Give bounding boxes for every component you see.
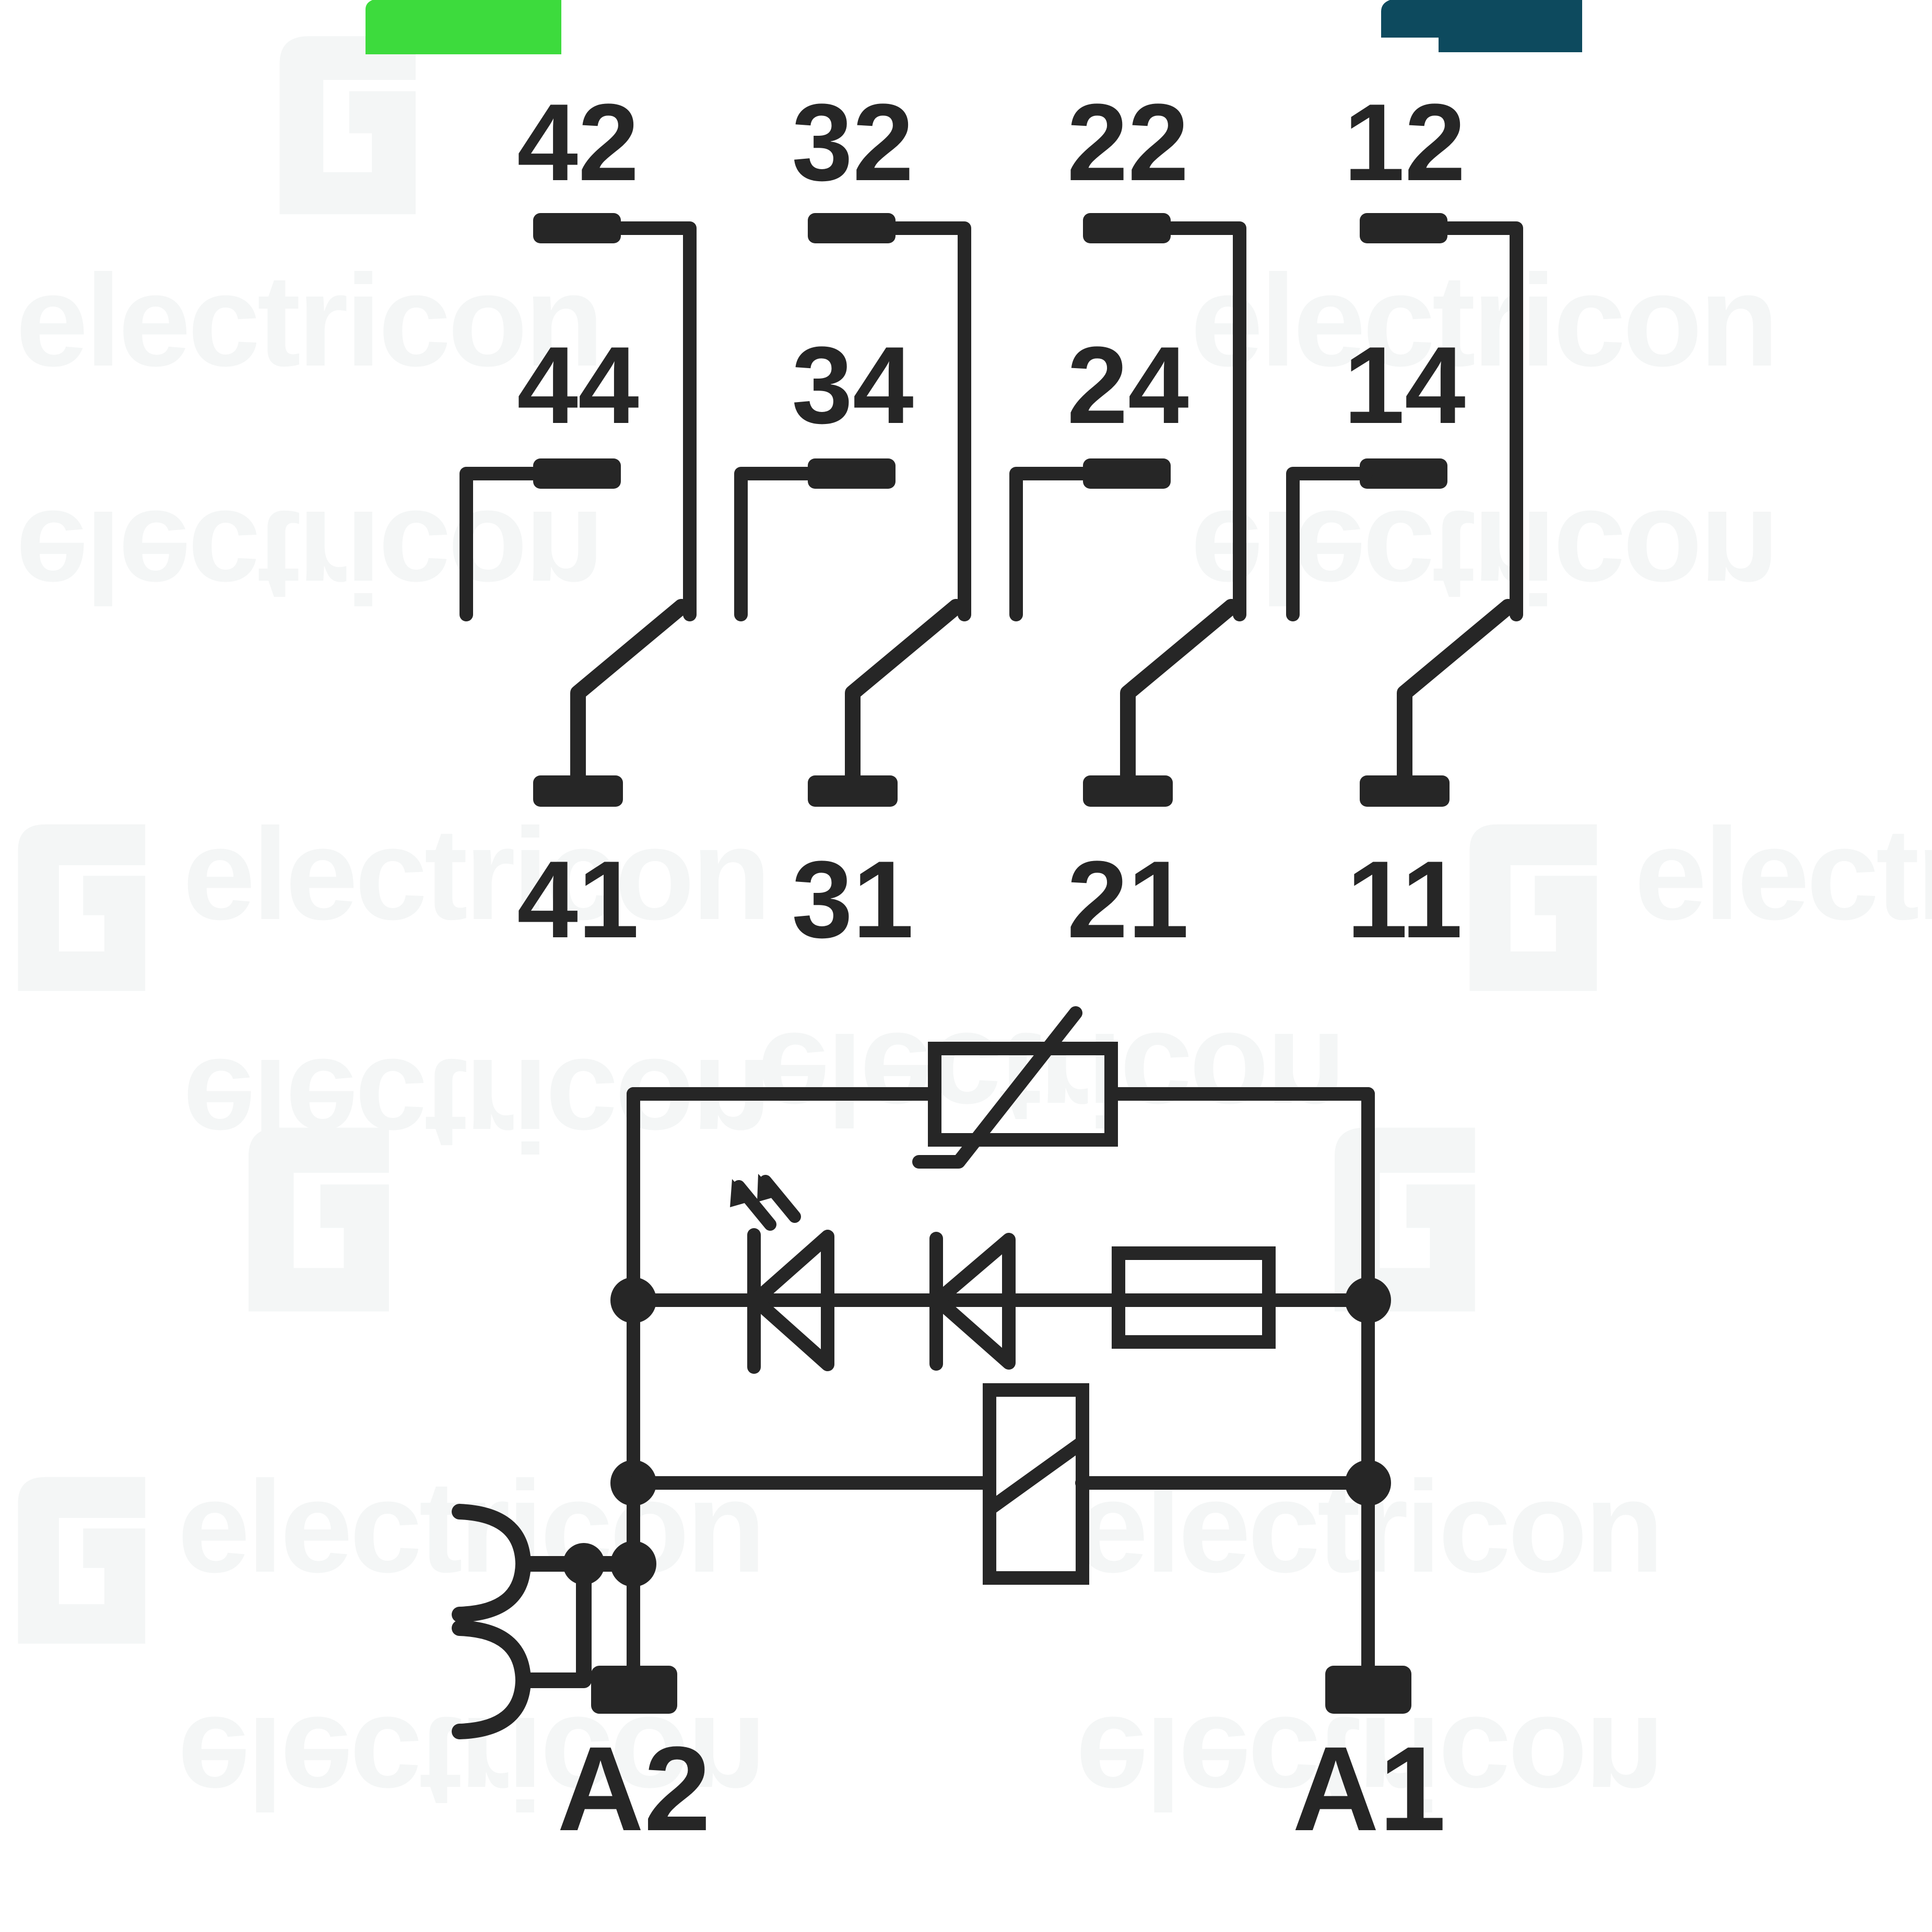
coil-diagonal [983,1435,1089,1516]
contact-label-nc: 42 [517,81,639,204]
diode-anode-triangle [931,1233,1016,1370]
terminal-pad-a1[interactable] [1325,1666,1411,1714]
contact-label-no: 44 [517,324,639,446]
watermark-word-mirrored: electricon [757,1006,1342,1152]
watermark-word-mirrored: electricon [1076,1690,1661,1836]
contact-group-1: 42 44 41 [466,81,690,961]
led-light-arrow-head [730,1179,752,1207]
watermark-word-mirrored: electricon [16,484,601,630]
varistor-body [928,1042,1118,1147]
relay-coil-symbol [983,1383,1089,1585]
status-led-symbol [730,1174,834,1374]
contact-label-common: 21 [1067,838,1189,961]
watermark-word: electricon [16,248,601,393]
contact-group-3: 22 24 21 [1016,81,1240,961]
contact-label-nc: 22 [1067,81,1189,204]
watermark-word-mirrored: electricon [178,1690,763,1836]
brand-accent-teal-bracket [1381,0,1582,52]
led-anode-triangle [749,1230,834,1371]
freewheel-diode-symbol [929,1232,1016,1371]
junction-dot [610,1541,656,1587]
watermark-word: electricon [1634,801,1932,947]
contact-label-nc: 32 [792,81,914,204]
varistor-diagonal-arrow [912,1006,1082,1169]
terminal-pad-a2[interactable] [591,1666,677,1714]
coil-network: A2 A1 [452,1006,1446,1856]
junction-dot [563,1543,605,1585]
led-light-arrow-head [757,1174,779,1202]
contact-label-no: 14 [1344,324,1466,446]
coil-terminal-label-a1: A1 [1292,1722,1446,1856]
brand-accent-green-bar [366,0,561,54]
contact-group-4: 12 14 11 [1293,81,1516,961]
actuator-stub-lower [515,1556,592,1688]
coil-body [983,1383,1089,1585]
coil-terminal-label-a2: A2 [557,1722,711,1856]
contact-label-nc: 12 [1344,81,1466,204]
contact-label-no: 34 [792,324,914,446]
contact-group-2: 32 34 31 [741,81,964,961]
watermark-word: electricon [183,801,768,947]
contact-label-common: 11 [1347,838,1463,961]
contact-label-common: 41 [517,838,639,961]
watermark-word: electricon [1191,248,1776,393]
contact-label-common: 31 [792,838,914,961]
contact-label-no: 24 [1067,324,1189,446]
manual-test-actuator-symbol[interactable] [452,1504,656,1739]
series-resistor-body [1112,1246,1276,1349]
